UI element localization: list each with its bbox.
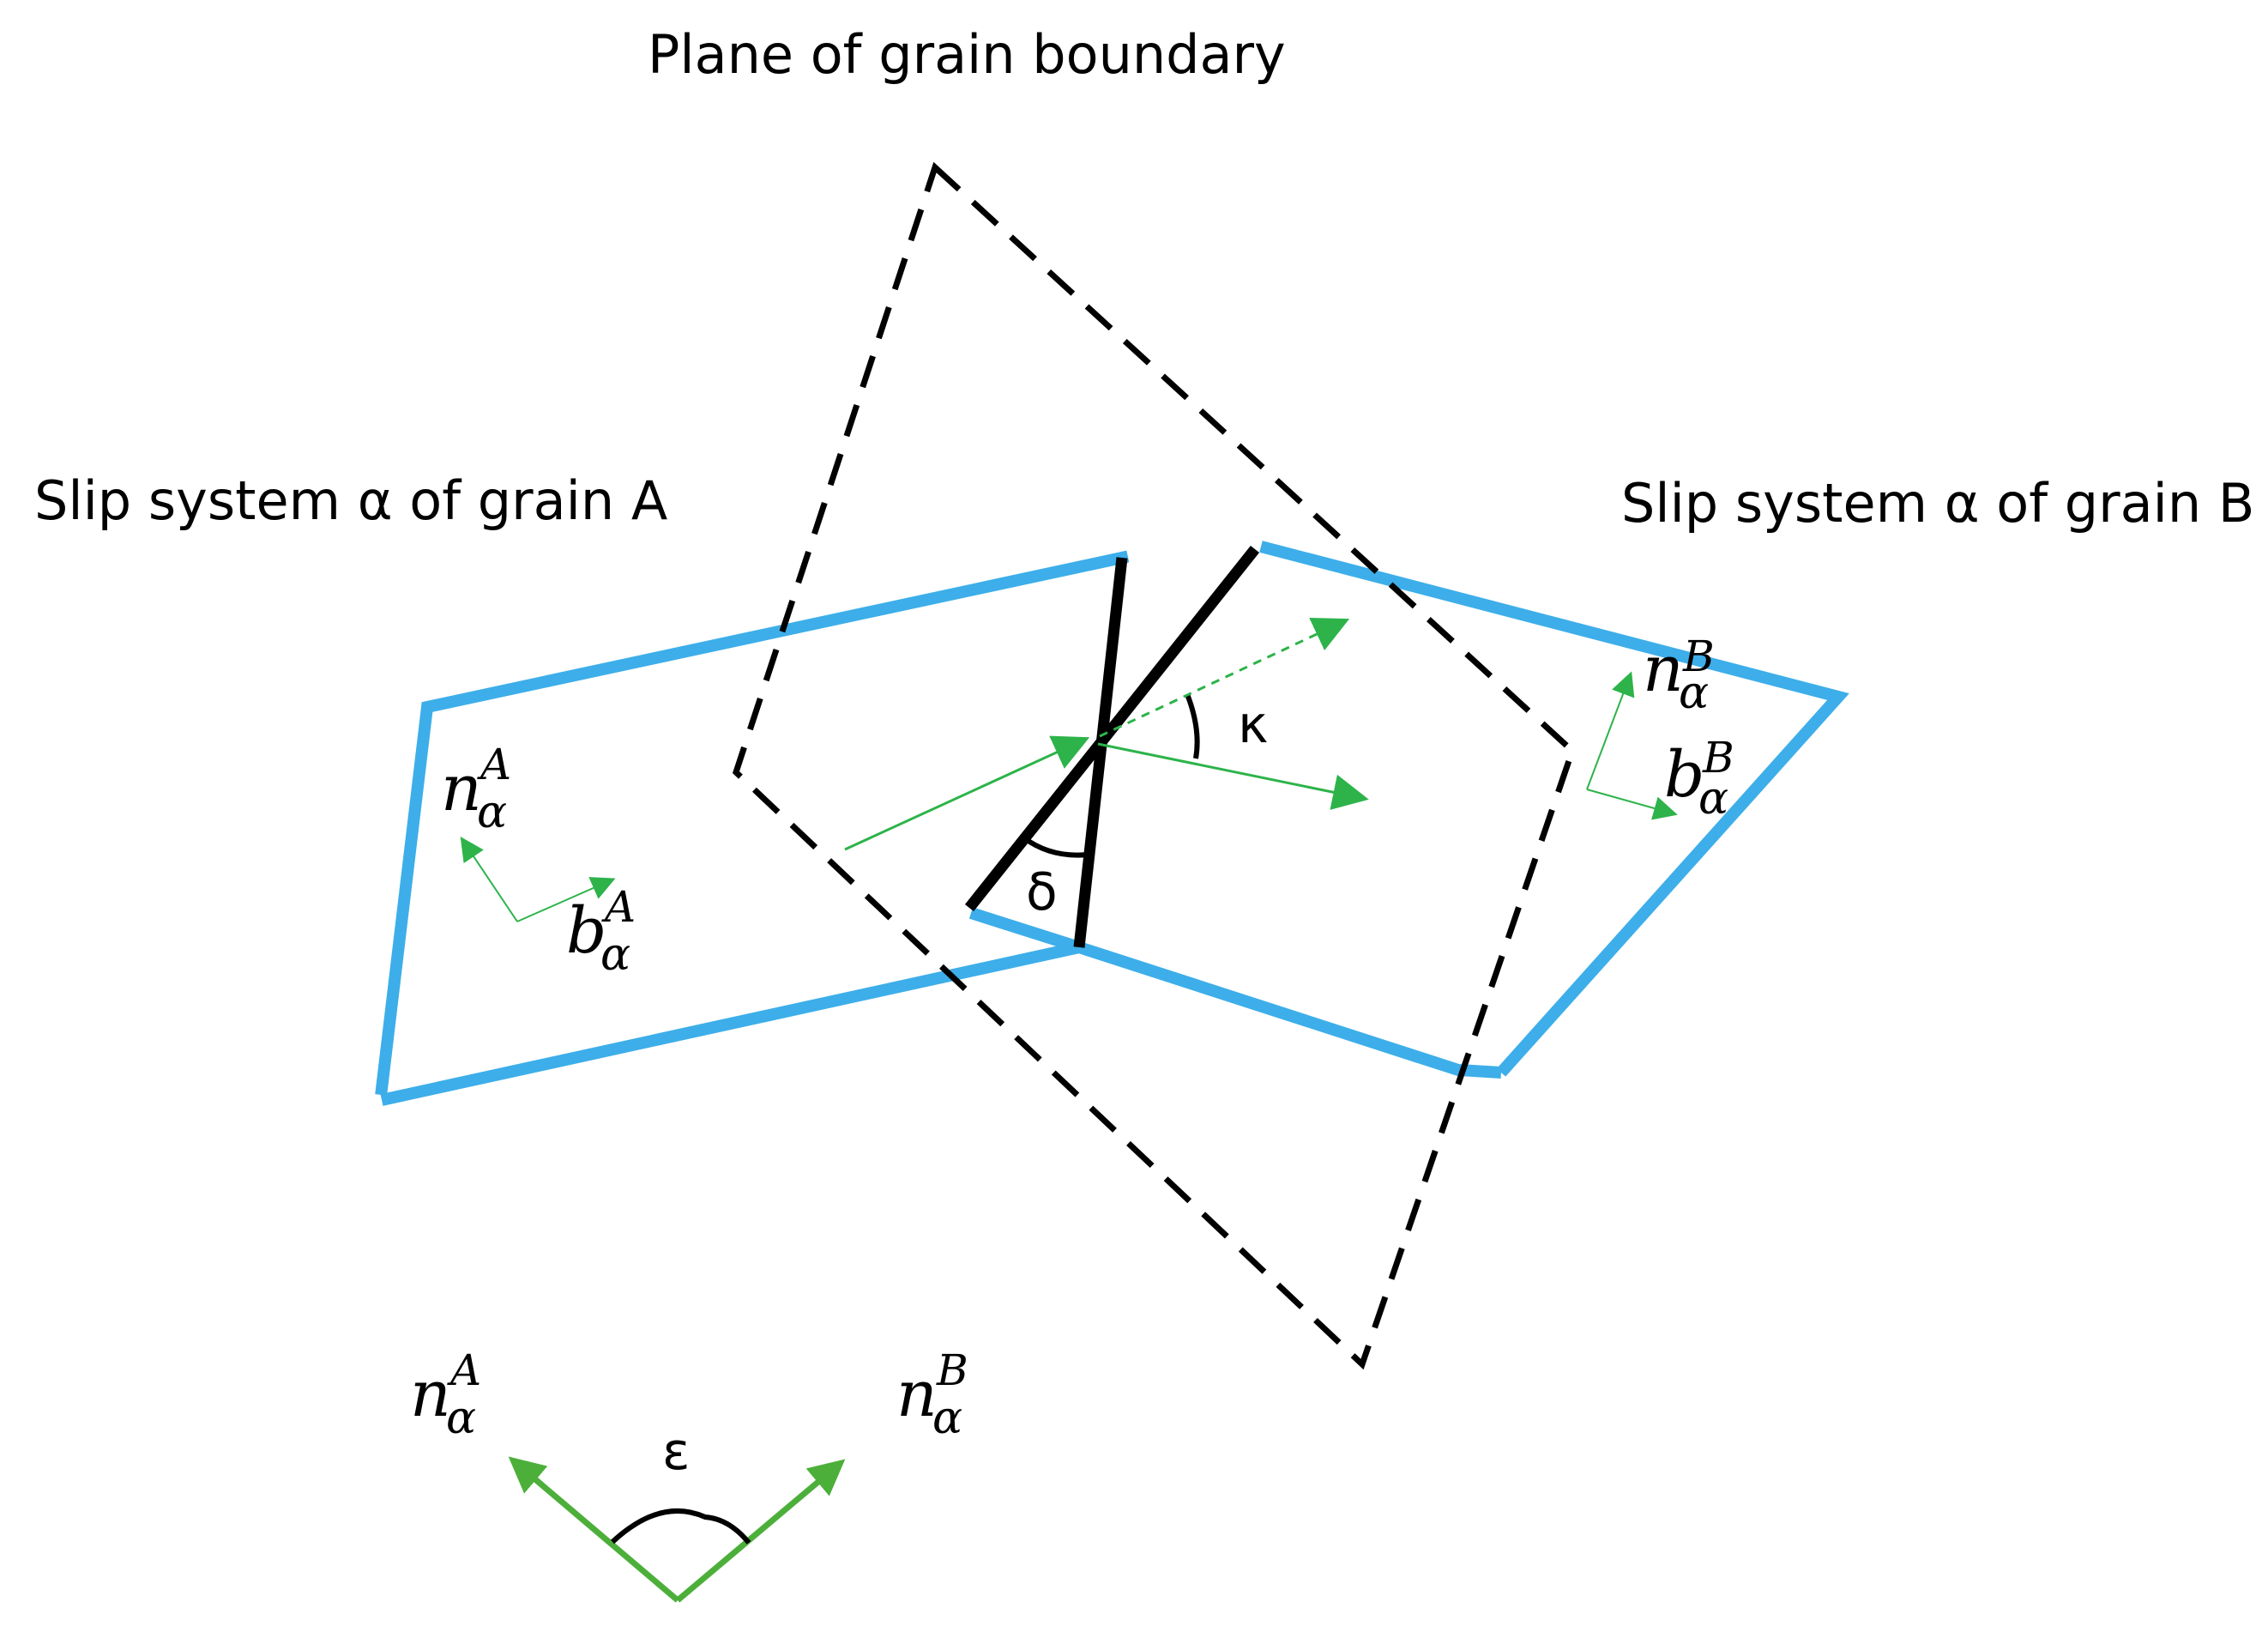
label-n-alpha-a-sup: A <box>477 740 511 789</box>
inset-normal-a <box>508 1456 680 1603</box>
inset-normal-b <box>675 1459 846 1603</box>
grain-boundary-plane <box>732 161 1577 1370</box>
intersection-line-b <box>964 545 1260 912</box>
label-b-alpha-b: b α B <box>1664 733 1734 825</box>
label-n-alpha-a-inset: n α A <box>410 1345 481 1444</box>
burgers-vector-b <box>1586 789 1678 820</box>
epsilon-angle-arc <box>610 1508 751 1544</box>
label-b-alpha-b-sup: B <box>1702 733 1734 783</box>
label-b-alpha-a-main: b <box>566 894 606 968</box>
burgers-vector-a <box>516 877 616 922</box>
label-n-alpha-a-inset-sup: A <box>447 1345 481 1395</box>
label-n-alpha-a: n α A <box>441 740 511 838</box>
label-b-alpha-a-sup: A <box>601 882 636 932</box>
label-n-alpha-b-main: n <box>1643 632 1684 706</box>
label-b-alpha-a-sub: α <box>600 929 630 981</box>
projected-slip-direction <box>1099 618 1350 738</box>
delta-label: δ <box>1026 862 1058 922</box>
incoming-slip-direction <box>844 735 1090 851</box>
label-n-alpha-b-inset-main: n <box>896 1357 938 1431</box>
label-n-alpha-b: n α B <box>1643 632 1715 719</box>
label-n-alpha-b-sup: B <box>1682 632 1715 681</box>
slip-plane-grain-a <box>375 550 1130 1106</box>
slip-plane-grain-b <box>968 541 1849 1079</box>
normals-angle-inset <box>508 1456 846 1603</box>
normal-vector-b <box>1586 671 1635 790</box>
label-b-alpha-b-sub: α <box>1698 773 1728 825</box>
delta-angle-arc <box>1022 835 1089 858</box>
label-n-alpha-a-main: n <box>441 752 482 825</box>
title-plane-of-grain-boundary: Plane of grain boundary <box>648 23 1286 86</box>
kappa-label: κ <box>1238 695 1268 755</box>
label-slip-system-grain-a: Slip system α of grain A <box>34 469 667 532</box>
label-n-alpha-a-sub: α <box>477 787 507 838</box>
label-b-alpha-b-main: b <box>1664 738 1704 812</box>
label-n-alpha-b-inset-sub: α <box>932 1393 962 1444</box>
label-b-alpha-a: b α A <box>566 882 636 981</box>
label-n-alpha-b-inset: n α B <box>896 1345 968 1444</box>
kappa-angle-arc <box>1185 692 1200 759</box>
normal-vector-a <box>460 837 518 922</box>
label-n-alpha-b-inset-sup: B <box>936 1345 968 1395</box>
epsilon-label: ε <box>662 1422 690 1482</box>
intersection-line-a <box>1073 557 1128 948</box>
label-n-alpha-b-sub: α <box>1679 668 1709 719</box>
label-n-alpha-a-inset-sub: α <box>446 1393 476 1444</box>
outgoing-slip-direction <box>1097 742 1369 810</box>
label-n-alpha-a-inset-main: n <box>410 1357 451 1431</box>
label-slip-system-grain-b: Slip system α of grain B <box>1621 472 2254 535</box>
